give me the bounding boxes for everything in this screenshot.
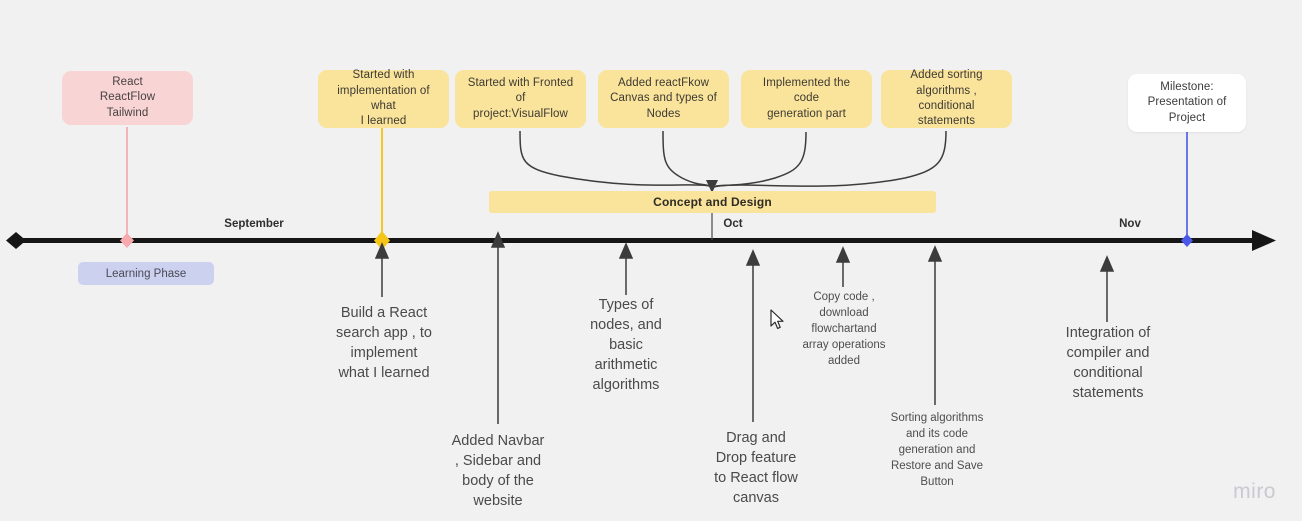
curved-connectors [519,130,947,188]
mouse-cursor [770,309,784,329]
card-milestone[interactable]: Milestone:Presentation of Project [1128,74,1246,132]
phase-bar-concept-and-design[interactable]: Concept and Design [489,191,936,213]
month-label-september: September [194,218,314,230]
card-milestone-label: Milestone:Presentation of Project [1147,80,1227,124]
timeline-start-diamond [6,232,26,249]
marker-diamond-pink [120,233,134,248]
note-pointers [374,231,1115,424]
miro-watermark: miro [1233,480,1276,504]
chip-learning-phase-label: Learning Phase [105,267,187,280]
phase-bar-label: Concept and Design [653,195,772,209]
month-nov-text: Nov [1119,218,1141,230]
miro-watermark-text: miro [1233,480,1276,503]
month-september-text: September [224,218,284,230]
marker-diamond-yellow [374,231,390,250]
month-label-nov: Nov [1100,218,1160,230]
month-oct-text: Oct [723,218,743,230]
marker-diamond-blue [1181,234,1193,247]
chip-learning-phase[interactable]: Learning Phase [78,262,214,285]
month-label-oct: Oct [703,218,763,230]
timeline-end-arrow [1252,230,1276,251]
